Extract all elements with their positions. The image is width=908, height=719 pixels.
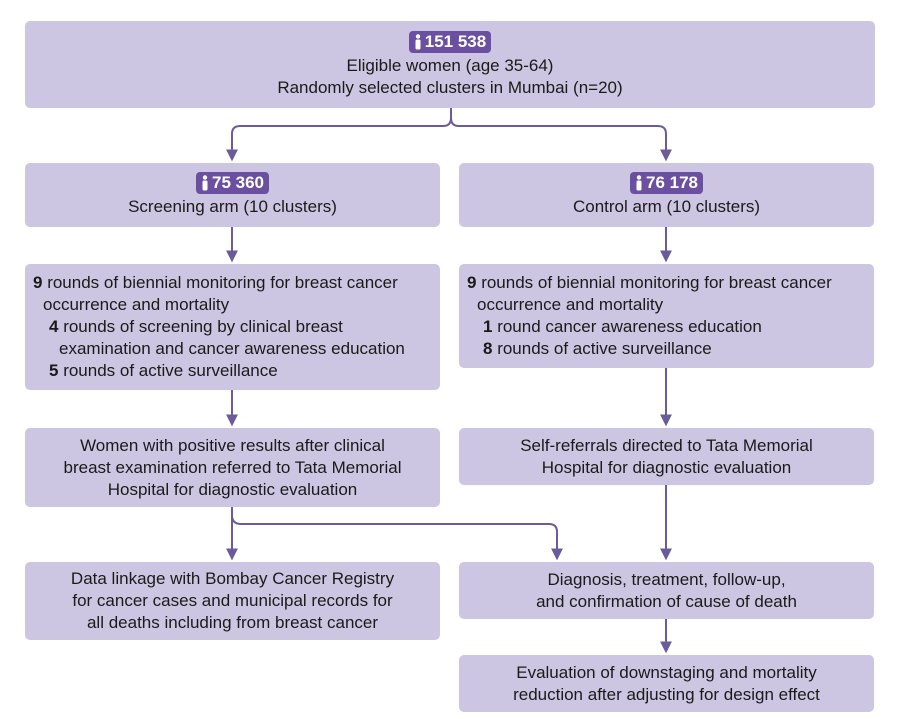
screening-referral-line2: breast examination referred to Tata Memo…	[63, 457, 402, 477]
connector-top-to-screening	[226, 108, 452, 162]
connector-top-to-control	[450, 117, 672, 162]
evaluation-line2: reduction after adjusting for design eff…	[513, 684, 820, 704]
control-referral-box: Self-referrals directed to Tata Memorial…	[459, 428, 874, 485]
control-count-badge: 76 178	[630, 172, 703, 194]
control-referral-line2: Hospital for diagnostic evaluation	[541, 457, 792, 477]
total-count-badge: 151 538	[408, 30, 492, 53]
evaluation-box: Evaluation of downstaging and mortality …	[459, 655, 874, 712]
eligible-women-box: 151 538 Eligible women (age 35-64) Rando…	[25, 21, 875, 108]
data-linkage-line2: for cancer cases and municipal records f…	[72, 591, 393, 610]
screening-arm-label: Screening arm (10 clusters)	[128, 197, 337, 216]
control-monitoring-line4: 8 rounds of active surveillance	[483, 339, 712, 358]
diagnosis-line2: and confirmation of cause of death	[536, 591, 797, 611]
control-monitoring-line3: 1 round cancer awareness education	[483, 317, 762, 336]
screening-monitoring-line2: occurrence and mortality	[43, 295, 230, 314]
data-linkage-box: Data linkage with Bombay Cancer Registry…	[25, 562, 440, 640]
person-icon	[636, 175, 642, 191]
screening-monitoring-box: 9 rounds of biennial monitoring for brea…	[25, 264, 440, 390]
screening-referral-line3: Hospital for diagnostic evaluation	[107, 479, 358, 499]
evaluation-line1: Evaluation of downstaging and mortality	[516, 662, 817, 682]
control-referral-line1: Self-referrals directed to Tata Memorial	[520, 435, 813, 455]
total-count: 151 538	[424, 31, 487, 51]
connector-referral-to-diagnosis	[231, 514, 563, 561]
screening-monitoring-line1: 9 rounds of biennial monitoring for brea…	[33, 273, 398, 292]
control-monitoring-box: 9 rounds of biennial monitoring for brea…	[459, 264, 874, 368]
screening-monitoring-line3: 4 rounds of screening by clinical breast	[49, 317, 343, 336]
control-monitoring-line1: 9 rounds of biennial monitoring for brea…	[467, 273, 832, 292]
control-arm-box: 76 178 Control arm (10 clusters)	[459, 163, 874, 227]
screening-count-badge: 75 360	[196, 172, 269, 194]
clusters-text: Randomly selected clusters in Mumbai (n=…	[277, 77, 623, 97]
control-monitoring-line2: occurrence and mortality	[477, 295, 664, 314]
data-linkage-line1: Data linkage with Bombay Cancer Registry	[70, 569, 395, 588]
screening-arm-box: 75 360 Screening arm (10 clusters)	[25, 163, 440, 227]
eligible-women-text: Eligible women (age 35-64)	[346, 55, 554, 75]
screening-referral-line1: Women with positive results after clinic…	[80, 435, 385, 455]
screening-monitoring-line4: examination and cancer awareness educati…	[59, 339, 405, 358]
control-count: 76 178	[646, 173, 698, 192]
screening-count: 75 360	[212, 173, 264, 192]
data-linkage-line3: all deaths including from breast cancer	[86, 613, 379, 632]
screening-referral-box: Women with positive results after clinic…	[25, 428, 440, 507]
control-arm-label: Control arm (10 clusters)	[572, 197, 761, 216]
person-icon	[202, 175, 208, 191]
screening-monitoring-line5: 5 rounds of active surveillance	[49, 361, 278, 380]
diagnosis-box: Diagnosis, treatment, follow-up, and con…	[459, 562, 874, 619]
person-icon	[415, 33, 421, 49]
diagnosis-line1: Diagnosis, treatment, follow-up,	[547, 569, 786, 589]
